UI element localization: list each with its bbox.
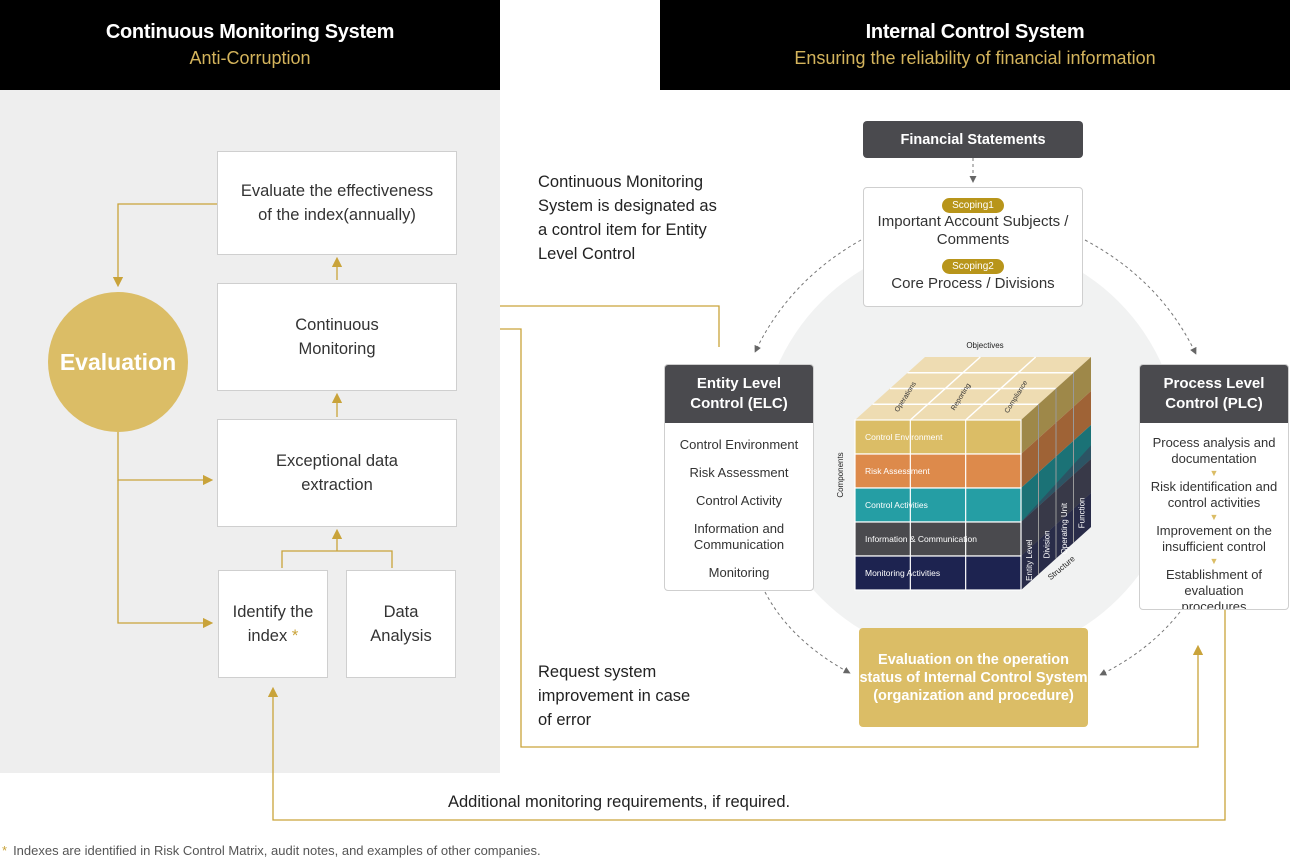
components-axis-label: Components [836, 452, 845, 497]
dashed-arrow-plc-to-eval [1099, 611, 1181, 676]
internal-control-title: Internal Control System [865, 21, 1085, 43]
identify-index-label: Identify the index [232, 603, 314, 645]
footnote-text: Indexes are identified in Risk Control M… [13, 843, 541, 858]
component-row [854, 521, 1022, 557]
arrow-request-improvement [500, 328, 1204, 748]
evaluation-circle: Evaluation [48, 292, 188, 432]
elc-item: Control Activity [696, 493, 782, 508]
plc-card: Process Level Control (PLC) Process anal… [1139, 364, 1289, 610]
dashed-arrow-scope-to-elc [754, 239, 862, 353]
scoping2-text: Core Process / Divisions [891, 275, 1055, 292]
plc-step: Improvement on the insufficient control [1156, 523, 1272, 554]
structure-label: Division [1042, 530, 1051, 558]
component-label: Risk Assessment [865, 466, 930, 476]
elc-item: Risk Assessment [689, 465, 789, 480]
internal-control-subtitle: Ensuring the reliability of financial in… [794, 48, 1156, 68]
component-label: Control Activities [865, 500, 928, 510]
footnote: * Indexes are identified in Risk Control … [2, 843, 541, 858]
continuous-monitoring-box: Continuous Monitoring [217, 283, 457, 391]
scoping2-badge: Scoping2 [942, 259, 1004, 274]
scoping1-badge: Scoping1 [942, 198, 1004, 213]
scoping1-text: Important Account Subjects / Comments [877, 213, 1069, 248]
component-label: Monitoring Activities [865, 568, 940, 578]
down-triangle-icon: ▼ [1209, 512, 1219, 522]
line-monitoring-to-elc [500, 305, 720, 347]
evaluation-status-box: Evaluation on the operation status of In… [859, 628, 1088, 727]
elc-item: Information and Communication [693, 521, 785, 552]
asterisk-marker: * [2, 843, 8, 858]
financial-statements-box: Financial Statements [863, 121, 1083, 158]
objectives-axis-label: Objectives [966, 341, 1003, 350]
arrow-to-evaluation [112, 203, 217, 288]
plc-step: Process analysis and documentation [1152, 435, 1276, 466]
down-triangle-icon: ▼ [1209, 468, 1219, 478]
plc-step: Risk identification and control activiti… [1150, 479, 1278, 510]
request-improvement-note: Request system improvement in case of er… [538, 663, 691, 729]
structure-label: Function [1077, 498, 1086, 529]
exceptional-extraction-box: Exceptional data extraction [217, 419, 457, 527]
arrow-index-to-extraction [281, 534, 393, 568]
plc-title: Process Level Control (PLC) [1140, 365, 1288, 423]
scoping-box: Scoping1 Important Account Subjects / Co… [863, 187, 1083, 307]
continuous-monitoring-subtitle: Anti-Corruption [189, 48, 311, 68]
component-label: Control Environment [865, 432, 943, 442]
component-row [854, 419, 1022, 455]
dashed-arrow-elc-to-eval [764, 591, 851, 674]
structure-label: Entity Level [1025, 539, 1034, 581]
asterisk-marker: * [291, 627, 299, 645]
arrow-additional-requirements [267, 608, 1226, 821]
cube-grid-line [965, 356, 1037, 421]
elc-card: Entity Level Control (ELC) Control Envir… [664, 364, 814, 591]
plc-step: Establishment of evaluation procedures [1165, 567, 1263, 610]
additional-requirements-note: Additional monitoring requirements, if r… [448, 793, 791, 811]
dashed-arrow-scope-to-plc [1084, 239, 1197, 355]
evaluate-effectiveness-box: Evaluate the effectiveness of the index(… [217, 151, 457, 255]
data-analysis-box: Data Analysis [346, 570, 456, 678]
elc-item: Monitoring [708, 565, 770, 580]
elc-title: Entity Level Control (ELC) [665, 365, 813, 423]
component-row [854, 555, 1022, 591]
component-row [854, 453, 1022, 489]
elc-designation-note: Continuous Monitoring System is designat… [538, 173, 717, 263]
component-label: Information & Communication [865, 534, 977, 544]
internal-control-header: Internal Control System Ensuring the rel… [660, 0, 1290, 90]
arrow-evaluation-to-identify [117, 480, 214, 629]
identify-index-box: Identify the index * [218, 570, 328, 678]
cube-grid-line [909, 356, 981, 421]
continuous-monitoring-header: Continuous Monitoring System Anti-Corrup… [0, 0, 500, 90]
component-row [854, 487, 1022, 523]
structure-label: Operating Unit [1060, 502, 1069, 554]
continuous-monitoring-title: Continuous Monitoring System [105, 21, 395, 43]
down-triangle-icon: ▼ [1209, 556, 1219, 566]
elc-item: Control Environment [679, 437, 799, 452]
